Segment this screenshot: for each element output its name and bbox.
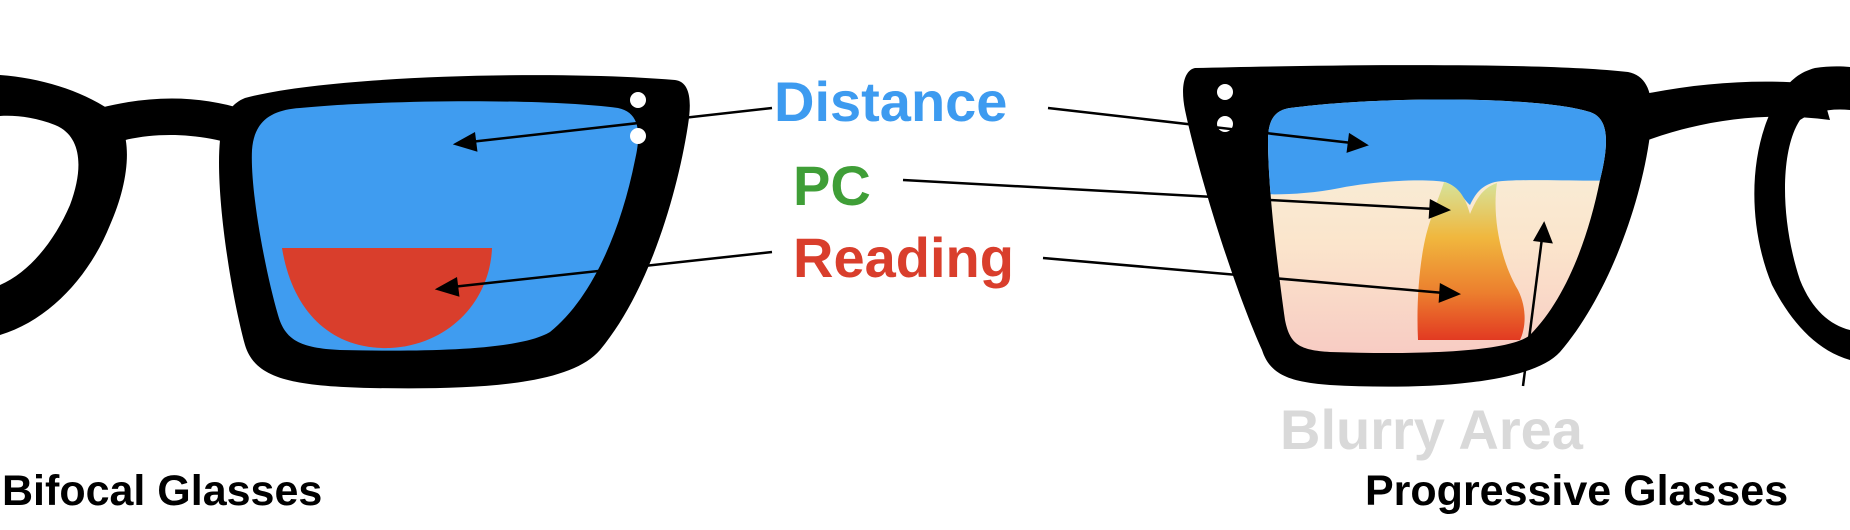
caption-bifocal-glasses: Bifocal Glasses [2, 467, 323, 515]
bifocal-left-lens-rim [0, 75, 127, 335]
arrow-progressive-reading-head [1438, 282, 1462, 303]
bifocal-glasses-frame [0, 75, 690, 389]
bifocal-reading-segment [282, 248, 492, 349]
pointer-arrows [434, 106, 1553, 387]
progressive-distance-zone [1268, 99, 1606, 205]
bifocal-bridge [100, 98, 250, 150]
label-distance: Distance [774, 70, 1008, 133]
label-pc: PC [793, 154, 871, 217]
arrow-bifocal-reading-head [434, 277, 460, 297]
arrow-bifocal-distance [469, 106, 773, 144]
arrow-progressive-pc-head [1428, 198, 1452, 219]
bifocal-screw-top [630, 92, 646, 108]
arrow-progressive-distance [1047, 106, 1353, 145]
progressive-screw-top [1217, 84, 1233, 100]
arrow-bifocal-reading [451, 250, 773, 289]
arrow-blurry-area [1521, 237, 1544, 387]
arrow-progressive-reading [1042, 256, 1445, 295]
label-blurry-area: Blurry Area [1280, 398, 1583, 461]
progressive-right-lens-rim [1754, 66, 1850, 361]
bifocal-screw-bottom [630, 128, 646, 144]
progressive-glasses-frame [1183, 65, 1850, 387]
arrow-progressive-distance-head [1346, 132, 1369, 153]
arrow-progressive-pc [902, 178, 1435, 211]
label-reading: Reading [793, 226, 1014, 289]
caption-progressive-glasses: Progressive Glasses [1365, 467, 1789, 515]
arrow-bifocal-distance-head [452, 132, 478, 152]
arrow-blurry-area-head [1532, 221, 1553, 244]
